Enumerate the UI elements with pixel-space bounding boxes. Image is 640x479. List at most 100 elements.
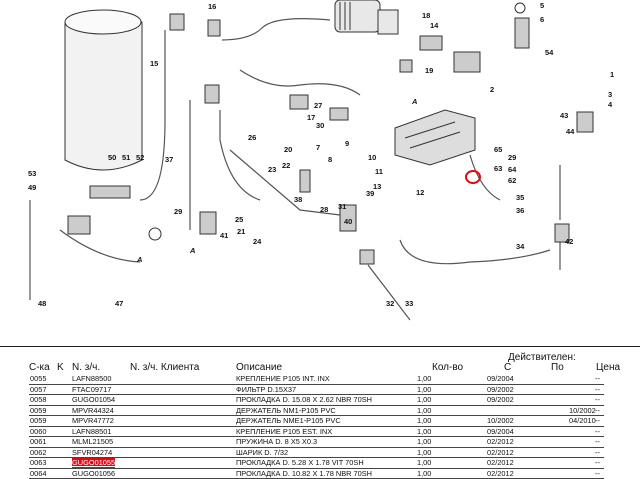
cell-from: 02/2012 <box>487 458 514 468</box>
cell-part-no[interactable]: SFVR04274 <box>72 448 112 458</box>
svg-text:18: 18 <box>422 11 430 20</box>
svg-text:20: 20 <box>284 145 292 154</box>
svg-text:32: 32 <box>386 299 394 308</box>
svg-text:10: 10 <box>368 153 376 162</box>
svg-text:29: 29 <box>508 153 516 162</box>
svg-text:43: 43 <box>560 111 568 120</box>
cell-price: -- <box>595 458 600 468</box>
cell-part-no[interactable]: MPVR44324 <box>72 406 114 416</box>
cell-description: ПРОКЛАДКА D. 15.08 X 2.62 NBR 70SH <box>236 395 372 405</box>
svg-text:30: 30 <box>316 121 324 130</box>
svg-text:2: 2 <box>490 85 494 94</box>
svg-text:47: 47 <box>115 299 123 308</box>
svg-text:A: A <box>136 255 142 264</box>
cell-code: 0055 <box>30 374 46 384</box>
cell-qty: 1,00 <box>417 427 431 437</box>
cell-part-no[interactable]: LAFN88501 <box>72 427 111 437</box>
svg-text:50: 50 <box>108 153 116 162</box>
cell-qty: 1,00 <box>417 458 431 468</box>
svg-text:7: 7 <box>316 143 320 152</box>
svg-text:17: 17 <box>307 113 315 122</box>
cell-code: 0059 <box>30 416 46 426</box>
cell-to: 04/2010 <box>569 416 596 426</box>
cell-from: 02/2012 <box>487 448 514 458</box>
svg-text:4: 4 <box>608 100 613 109</box>
cell-from: 09/2002 <box>487 385 514 395</box>
cell-from: 09/2004 <box>487 427 514 437</box>
cell-part-no[interactable]: GUGO01054 <box>72 395 115 405</box>
col-k-header: K <box>57 362 64 374</box>
cell-qty: 1,00 <box>417 395 431 405</box>
cell-code: 0059 <box>30 406 46 416</box>
col-from-header: С <box>504 362 511 374</box>
cell-part-no[interactable]: MLML21505 <box>72 437 113 447</box>
cell-qty: 1,00 <box>417 374 431 384</box>
svg-text:35: 35 <box>516 193 524 202</box>
svg-text:15: 15 <box>150 59 158 68</box>
svg-text:16: 16 <box>208 2 216 11</box>
svg-text:19: 19 <box>425 66 433 75</box>
svg-text:42: 42 <box>565 237 573 246</box>
cell-description: ПРОКЛАДКА D. 5.28 X 1.78 VIT 70SH <box>236 458 364 468</box>
cell-qty: 1,00 <box>417 385 431 395</box>
cell-part-no[interactable]: GUGO01056 <box>72 469 115 479</box>
cell-price: -- <box>595 395 600 405</box>
cell-from: 09/2004 <box>487 374 514 384</box>
cell-code: 0060 <box>30 427 46 437</box>
cell-code: 0064 <box>30 469 46 479</box>
svg-text:27: 27 <box>314 101 322 110</box>
cell-qty: 1,00 <box>417 448 431 458</box>
svg-text:48: 48 <box>38 299 46 308</box>
cell-from: 02/2012 <box>487 469 514 479</box>
cell-from: 02/2012 <box>487 437 514 447</box>
svg-text:34: 34 <box>516 242 525 251</box>
table-row[interactable]: 0063 GUGO01055 ПРОКЛАДКА D. 5.28 X 1.78 VI… <box>29 458 604 469</box>
cell-part-no[interactable]: GUGO01055 <box>72 458 115 468</box>
cell-price: -- <box>595 416 600 426</box>
parts-table: Действителен: С-ка K N. з/ч. N. з/ч. Кли… <box>0 348 640 466</box>
cell-price: -- <box>595 406 600 416</box>
cell-part-no[interactable]: FTAC09717 <box>72 385 111 395</box>
svg-text:5: 5 <box>540 1 544 10</box>
svg-text:40: 40 <box>344 217 352 226</box>
svg-text:33: 33 <box>405 299 413 308</box>
cell-part-no[interactable]: LAFN88500 <box>72 374 111 384</box>
col-client-no-header: N. з/ч. Клиента <box>130 362 199 374</box>
cell-to: 10/2002 <box>569 406 596 416</box>
cell-description: ПРУЖИНА D. 8 X5 X0.3 <box>236 437 317 447</box>
col-qty-header: Кол-во <box>432 362 463 374</box>
cell-price: -- <box>595 427 600 437</box>
cell-part-no[interactable]: MPVR47772 <box>72 416 114 426</box>
svg-text:37: 37 <box>165 155 173 164</box>
svg-text:A: A <box>411 97 417 106</box>
cell-code: 0063 <box>30 458 46 468</box>
svg-text:1: 1 <box>610 70 614 79</box>
cell-description: ПРОКЛАДКА D. 10.82 X 1.78 NBR 70SH <box>236 469 372 479</box>
svg-text:9: 9 <box>345 139 349 148</box>
svg-text:54: 54 <box>545 48 554 57</box>
table-row[interactable]: 0064 GUGO01056 ПРОКЛАДКА D. 10.82 X 1.78 N… <box>29 469 604 479</box>
svg-text:28: 28 <box>320 205 328 214</box>
col-to-header: По <box>551 362 564 374</box>
fittings-drawing <box>68 3 593 264</box>
cell-code: 0057 <box>30 385 46 395</box>
svg-text:52: 52 <box>136 153 144 162</box>
svg-text:64: 64 <box>508 165 517 174</box>
svg-text:49: 49 <box>28 183 36 192</box>
cell-description: ФИЛЬТР D.15X37 <box>236 385 296 395</box>
svg-text:23: 23 <box>268 165 276 174</box>
svg-text:65: 65 <box>494 145 502 154</box>
col-price-header: Цена <box>596 362 620 374</box>
cell-price: -- <box>595 437 600 447</box>
svg-text:8: 8 <box>328 155 332 164</box>
